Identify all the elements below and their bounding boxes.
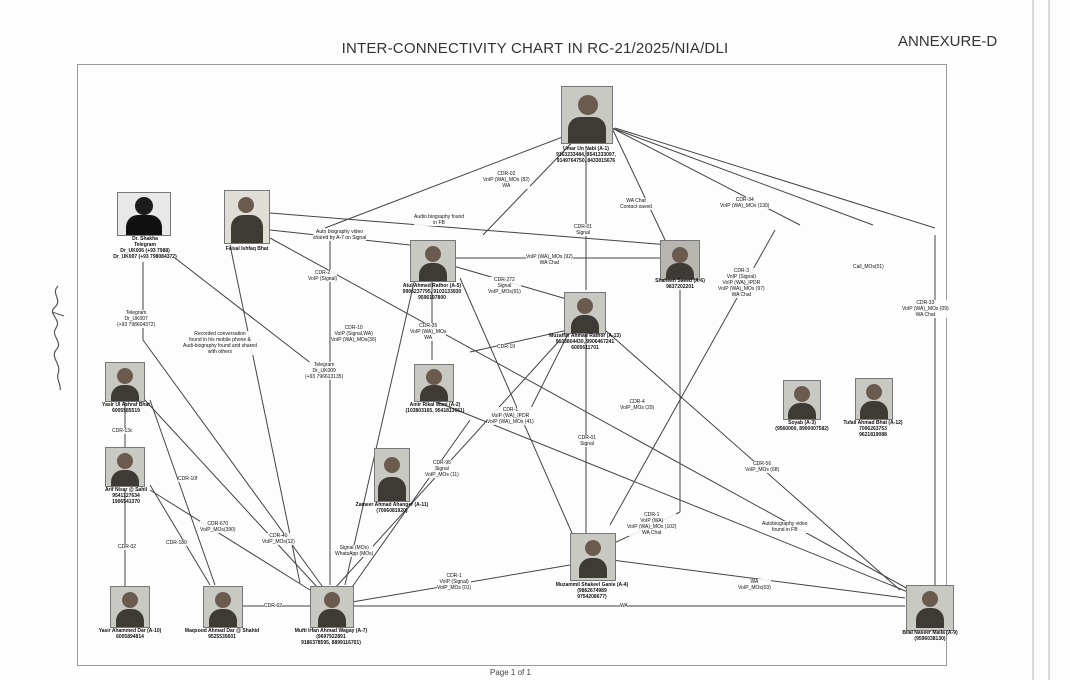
node-label-a5: Atul Ahmed Rathor (A-5) 9906237795, 9103… [402,283,462,301]
edge-label-autobiography-fb: Autobiography video found in FB [762,521,808,533]
edge-label-a2-a9: CDR-56 VoIP_MOs (68) [745,461,780,473]
edge-label-a5-a4: CDR-1 VoIP (WA)_IPDR VoIP (WA)_MOs (41) [487,407,534,425]
edge-label-arif-maqsood: CDR-180 [166,540,187,546]
photo-a4 [570,533,616,581]
node-label-yasir: Yasir Ul Ashraf Bhat 6005585519 [102,402,150,414]
edge-label-a13-a7: CDR-95 Signal VoIP_MOs (11) [425,460,459,478]
node-label-a1: Umar Un Nabi (A-1) 9163233484, 954133309… [556,146,616,164]
edge-label-telegram-uk009: Telegram Dr_UK009 (+93 796613135) [305,362,344,380]
photo-a12 [855,378,893,420]
photo-a1 [561,86,613,144]
node-label-a3: Soyab (A-3) (9560000, 8900007582) [775,420,829,432]
photo-a3 [783,380,821,420]
edge-label-a1-a3: CDR-34 VoIP (WA)_MOs (130) [720,197,770,209]
edge-label-maqsood-a7: CDR-02 [264,603,283,609]
node-label-a11: Zameer Ahmad Ahanger (A-11) (7006081920) [355,502,429,514]
node-label-a6: Shaheen Saeed (A-6) 9837202201 [655,278,705,290]
edge-label-yasir-arif: CDR-13c [112,428,133,434]
node-label-shikha: Dr. Shakha Telegram Dr_UK006 (+93 7988) … [113,236,177,260]
handwritten-signature [51,285,65,391]
photo-a7 [310,586,354,628]
photo-a5 [410,240,456,282]
photo-a9 [906,585,954,631]
scan-edge-line [1048,0,1050,680]
edge-label-arif-a10: CDR-02 [118,544,137,550]
node-label-a9: Bilal Naseer Malla (A-9) (9596038130) [902,630,958,642]
node-label-faisal: Faisal Ishfaq Bhat [225,246,269,252]
photo-a6 [660,240,700,280]
edge-label-a2-a13: CDR-19 [497,344,516,350]
edge-label-a1-a13: CDR-01 Signal [574,224,593,236]
edge-label-yasir-a7: CDR-40 VoIP_MOs(12) [262,533,295,545]
chart-title: INTER-CONNECTIVITY CHART IN RC-21/2025/N… [341,40,729,57]
edge-label-a5-a2: CDR-35 VoIP (WA)_MOs WA [410,323,447,341]
edge-label-a5-a13: CDR-272 Signal VoIP_MOs(91) [488,277,521,295]
edge-label-yasir-maqsood: CDR-10f [178,476,198,482]
node-label-a7: Mufti Irfan Ahmad Wagay (A-7) (969792289… [294,628,368,646]
edge-label-a6-a4-cdr: CDR-1 VoIP (WA) VoIP (WA)_MOs (102) WA C… [627,512,677,536]
edge-label-a1-a12: Call_MOs(01) [853,264,884,270]
node-label-a12: Tufail Ahmad Bhat (A-12) 7006263753 9621… [843,420,903,438]
edge-label-faisal-a5: CDR-2 VoIP (Signal) [308,270,338,282]
diagram-frame [77,64,947,666]
photo-arif [105,447,145,487]
photo-maqsood [203,586,243,628]
node-label-a2: Amir Rikal Wani (A-2) (103803165, 954181… [405,402,465,414]
edge-label-a5-a6: VoIP (WA)_MOs (92) WA Chat [526,254,573,266]
photo-shikha [117,192,171,236]
node-label-a10: Yasir Ahammed Dar (A-10) 6005894814 [98,628,162,640]
edge-label-a11-a7: Signal (MOs) WhatsApp (MOs) [335,545,374,557]
edge-label-a6-a4: CDR-3 VoIP (Signal) VoIP (WA)_IPDR VoIP … [718,268,765,298]
edge-label-telegram-uk007: Telegram Dr_UK007 (+93 798604372) [117,310,156,328]
photo-a2 [414,364,454,402]
photo-a13 [564,292,606,334]
edge-label-audio-biography: Audio biography found in FB [414,214,465,226]
edge-label-a4-a9: WA VoIP_MOs(03) [738,579,771,591]
node-label-arif: Arif Nisar @ Sahil 9541127634 1906541370 [104,487,148,505]
edge-label-a7-a4: CDR-1 VoIP (Signal) VoIP_MOs (01) [437,573,472,591]
edge-label-a7-a9: WA [620,603,628,609]
annexure-label: ANNEXURE-D [898,33,998,50]
photo-a10 [110,586,150,628]
edge-label-a1-a5: CDR-02 VoIP (WA)_MOs (82) WA [483,171,530,189]
photo-yasir [105,362,145,402]
edge-label-a13-a9: CDR-4 VoIP_MOs (29) [620,399,655,411]
node-label-maqsood: Maqsood Ahmad Dar @ Shahid 9525535601 [184,628,260,640]
edge-label-a1-a6: WA Chat Contact saved [620,198,652,210]
edge-label-arif-a7: CDR-670 VoIP_MOs(390) [200,521,236,533]
photo-faisal [224,190,270,244]
photo-a11 [374,448,410,502]
scan-edge-line [1032,0,1034,680]
edge-label-a5-a7: CDR-10 VoIP (Signal,WA) VoIP (WA)_MOs(36… [331,325,377,343]
page-number: Page 1 of 1 [490,668,531,677]
edge-label-recorded-conversation: Recorded conversation found in his mobil… [183,331,257,355]
edge-label-a13-a4: CDR-01 Signal [578,435,597,447]
node-label-a4: Muzammil Shakeel Ganie (A-4) (9862674989… [555,582,629,600]
edge-label-video-shared: Auto biography video shared by A-7 on Si… [313,229,367,241]
node-label-a13: Muzaffar Ahmad Rathor (A-13) 9103804430,… [549,333,621,351]
edge-label-a1-a9: CDR-33 VoIP (WA)_MOs (09) WA Chat [902,300,949,318]
